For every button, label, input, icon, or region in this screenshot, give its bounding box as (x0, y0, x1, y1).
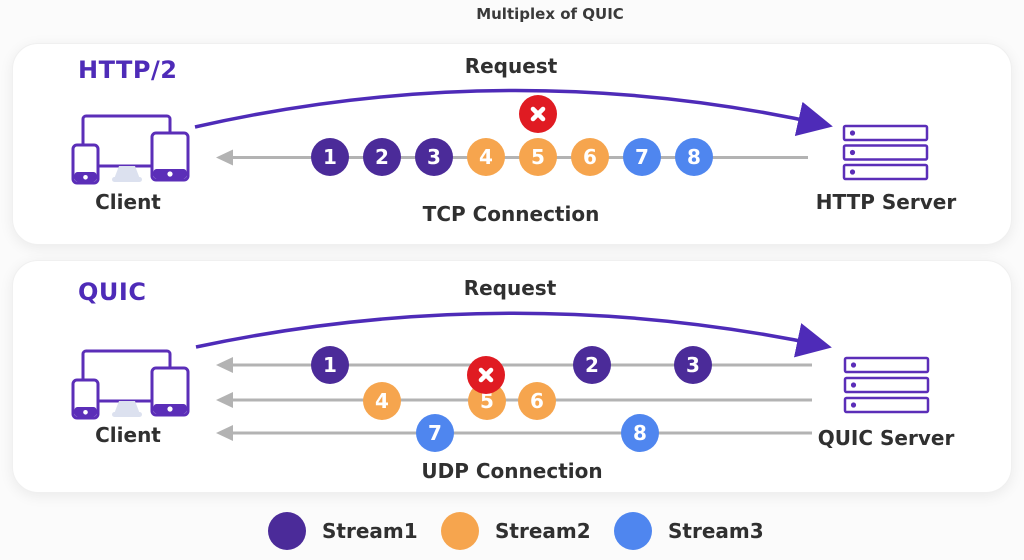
connection-label: TCP Connection (422, 202, 600, 226)
client-label: Client (95, 190, 161, 214)
server-label: QUIC Server (817, 426, 955, 450)
x-mark-icon (530, 106, 546, 122)
packet: 2 (573, 346, 611, 384)
packet: 3 (674, 346, 712, 384)
server-label: HTTP Server (815, 190, 957, 214)
legend-label: Stream2 (495, 519, 591, 543)
legend-item-stream2: Stream2 (441, 512, 591, 550)
packet: 3 (415, 138, 453, 176)
request-label: Request (464, 54, 558, 78)
packet: 7 (623, 138, 661, 176)
packet: 5 (519, 138, 557, 176)
stream2-color-dot-icon (441, 512, 479, 550)
packet: 6 (518, 382, 556, 420)
protocol-label-http2: HTTP/2 (78, 56, 178, 84)
packet: 4 (363, 382, 401, 420)
legend-label: Stream3 (668, 519, 764, 543)
packet: 6 (571, 138, 609, 176)
legend-item-stream1: Stream1 (268, 512, 418, 550)
legend-item-stream3: Stream3 (614, 512, 764, 550)
packet: 8 (675, 138, 713, 176)
client-label: Client (95, 423, 161, 447)
connection-label: UDP Connection (421, 459, 603, 483)
diagram-title: Multiplex of QUIC (476, 5, 624, 23)
stream3-color-dot-icon (614, 512, 652, 550)
packet: 8 (621, 414, 659, 452)
packet: 1 (311, 346, 349, 384)
protocol-label-quic: QUIC (78, 278, 147, 306)
packet: 4 (467, 138, 505, 176)
stream1-color-dot-icon (268, 512, 306, 550)
legend-label: Stream1 (322, 519, 418, 543)
packet-loss-indicator (519, 95, 557, 133)
packet: 2 (363, 138, 401, 176)
packet-loss-indicator (467, 356, 505, 394)
packet: 7 (416, 414, 454, 452)
packet: 1 (311, 138, 349, 176)
x-mark-icon (478, 367, 494, 383)
request-label: Request (463, 276, 557, 300)
